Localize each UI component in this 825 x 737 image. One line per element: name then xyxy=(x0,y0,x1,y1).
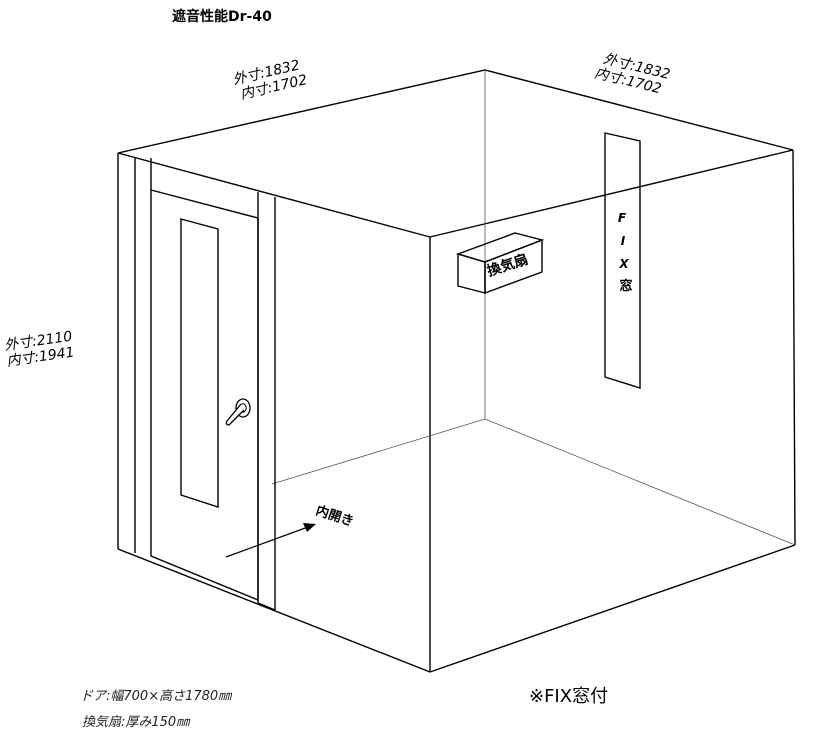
door-size-note: ドア:幅700×高さ1780㎜ xyxy=(80,689,233,704)
diagram-title: 遮音性能Dr-40 xyxy=(172,8,272,25)
door-direction-arrow: 内開き xyxy=(225,503,356,558)
window-char-x: X xyxy=(618,257,629,271)
fix-window-note: ※FIX窓付 xyxy=(529,686,608,707)
door-direction-label: 内開き xyxy=(314,503,356,530)
window-char-mado: 窓 xyxy=(619,278,632,294)
booth-box xyxy=(117,69,796,673)
fan-thickness-note: 換気扇:厚み150㎜ xyxy=(82,715,191,730)
ventilation-fan: 換気扇 xyxy=(455,232,545,295)
window-char-i: I xyxy=(621,234,626,248)
door-handle-icon xyxy=(225,398,251,426)
interior-edges xyxy=(271,70,796,546)
fan-label: 換気扇 xyxy=(485,251,530,280)
window-char-f: F xyxy=(618,211,627,225)
fix-window: F I X 窓 xyxy=(604,132,641,389)
front-width-dimension: 外寸:1832 内寸:1702 xyxy=(231,57,309,103)
side-depth-dimension: 外寸:1832 内寸:1702 xyxy=(593,51,672,97)
door-window xyxy=(180,218,219,508)
height-dimension: 外寸:2110 内寸:1941 xyxy=(3,329,75,370)
door xyxy=(150,158,259,602)
